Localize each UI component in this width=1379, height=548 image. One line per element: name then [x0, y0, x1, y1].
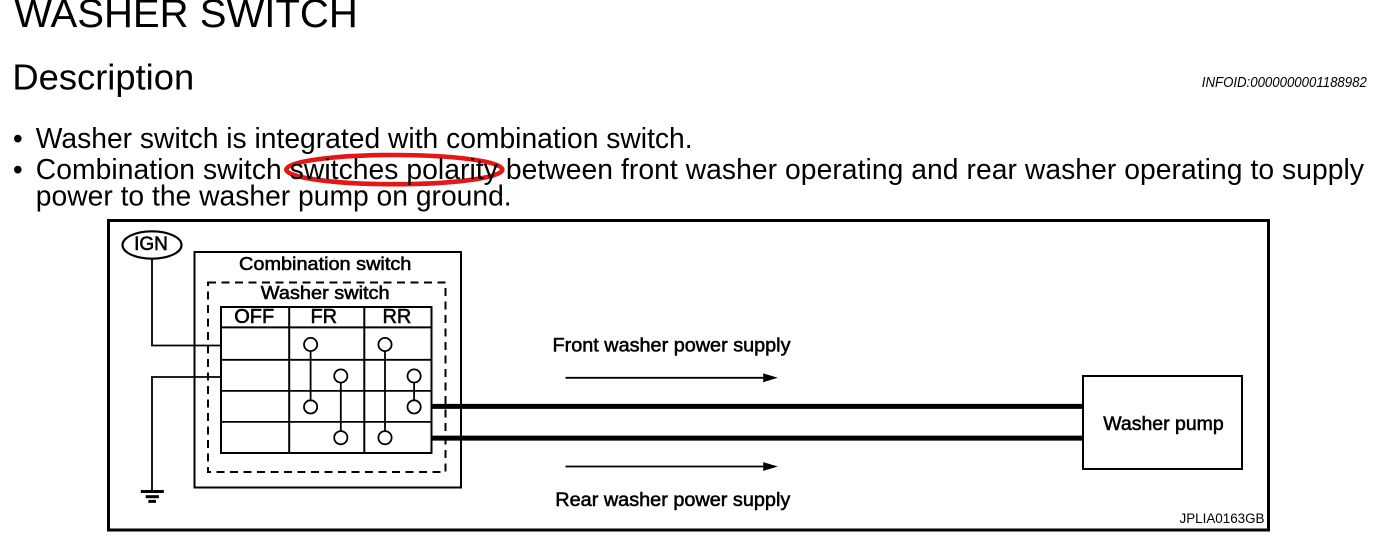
svg-text:power to the washer pump on gr: power to the washer pump on ground. — [36, 180, 512, 212]
svg-text:FR: FR — [310, 306, 337, 328]
svg-text:RR: RR — [382, 306, 411, 328]
svg-text:OFF: OFF — [234, 306, 274, 328]
svg-text:INFOID:0000000001188982: INFOID:0000000001188982 — [1202, 75, 1367, 91]
svg-text:Washer switch: Washer switch — [261, 283, 390, 303]
svg-text:•: • — [13, 122, 23, 154]
svg-text:Front washer power supply: Front washer power supply — [553, 334, 791, 356]
svg-text:IGN: IGN — [134, 234, 168, 255]
svg-text:Washer pump: Washer pump — [1103, 413, 1224, 435]
svg-text:JPLIA0163GB: JPLIA0163GB — [1180, 511, 1265, 527]
svg-text:Combination switch: Combination switch — [239, 254, 411, 274]
svg-text:WASHER SWITCH: WASHER SWITCH — [14, 0, 358, 36]
svg-text:Rear washer power supply: Rear washer power supply — [555, 489, 790, 511]
svg-text:Combination switch switches po: Combination switch switches polarity bet… — [36, 153, 1365, 185]
svg-text:•: • — [13, 153, 23, 185]
svg-text:Description: Description — [12, 56, 194, 97]
svg-text:Washer switch is integrated wi: Washer switch is integrated with combina… — [36, 122, 693, 154]
